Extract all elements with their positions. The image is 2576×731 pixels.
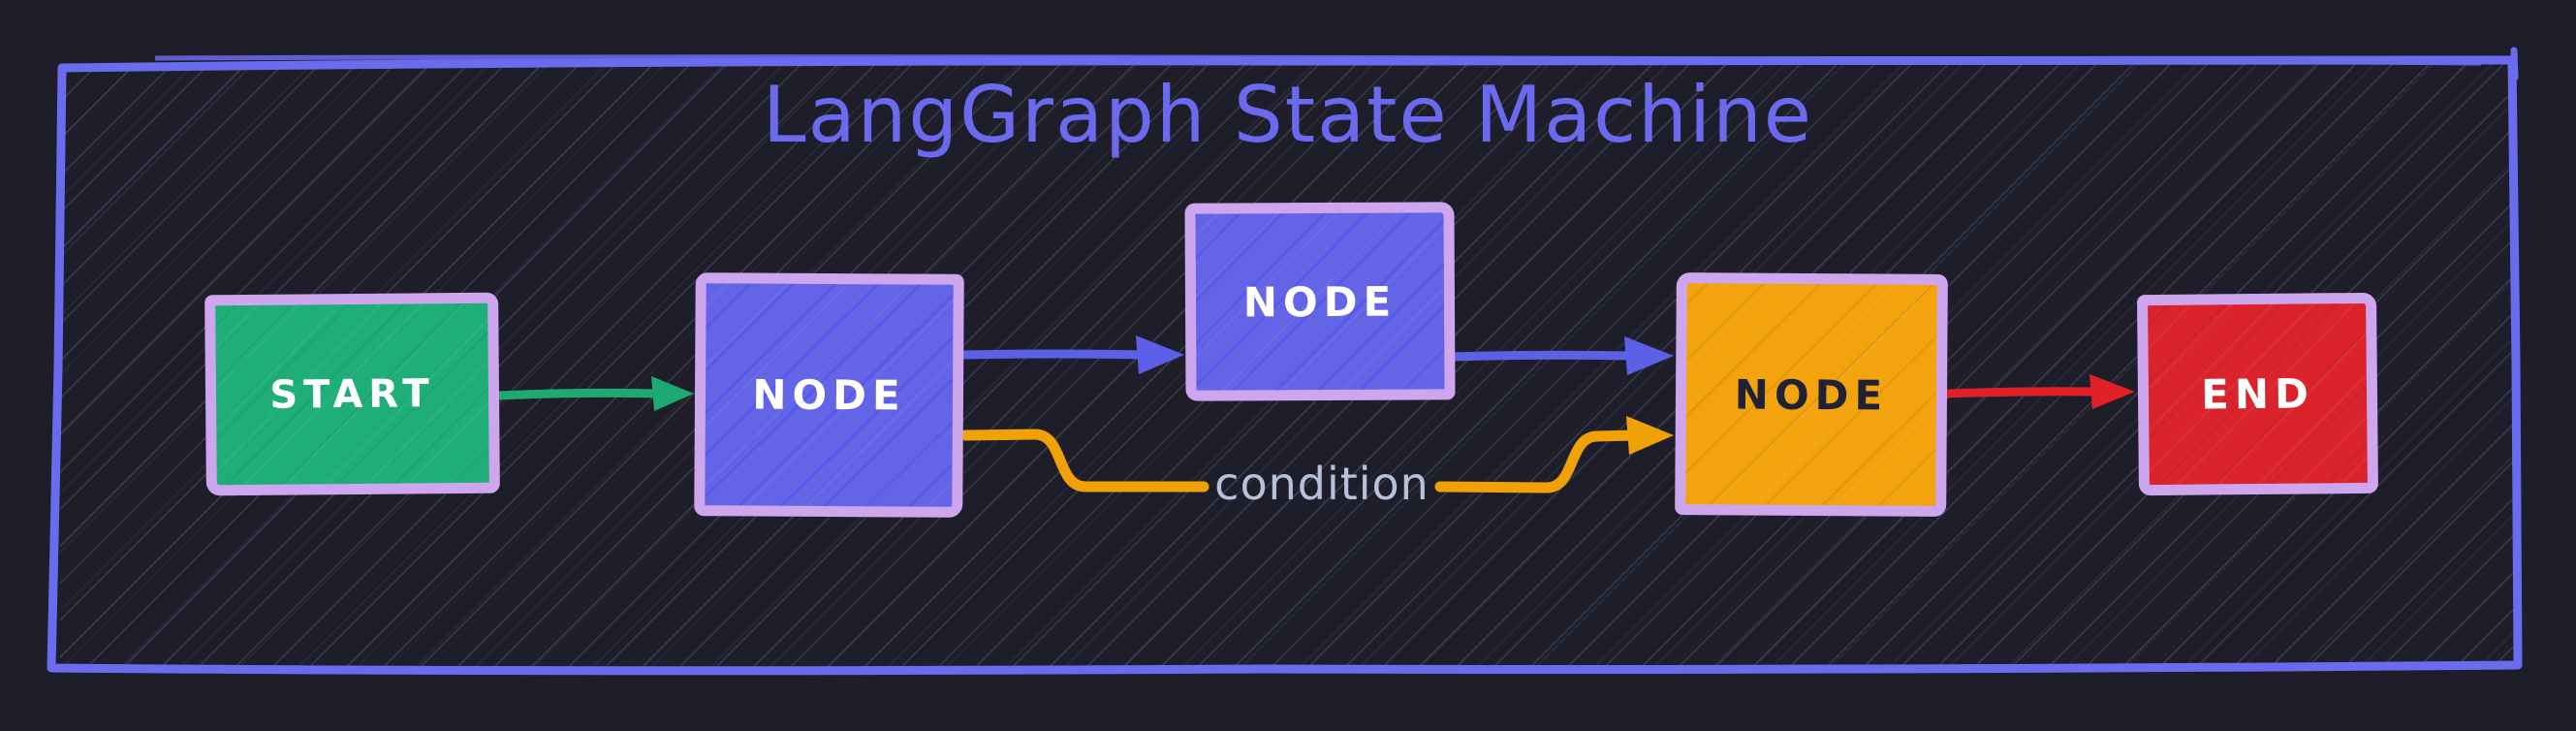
edge-line	[1943, 387, 2102, 398]
node-main-label: NODE	[752, 370, 906, 420]
edge-start-to-node-main	[493, 376, 694, 411]
node-merge: NODE	[1675, 272, 1948, 517]
edge-node-top-to-node-merge	[1449, 336, 1674, 375]
node-end: END	[2137, 292, 2378, 496]
arrowhead	[1626, 416, 1674, 455]
frame-double-stroke	[154, 54, 2482, 66]
node-start: START	[204, 292, 500, 496]
frame-rect	[47, 55, 2523, 676]
diagram-title: LangGraph State Machine	[763, 70, 1813, 160]
frame-corner-overshoot	[2510, 47, 2519, 81]
arrowhead	[1136, 335, 1184, 374]
edge-node-merge-to-end	[1943, 374, 2135, 409]
node-start-label: START	[269, 370, 435, 418]
node-top-label: NODE	[1242, 277, 1398, 326]
edge-line	[960, 349, 1148, 360]
node-end-label: END	[2200, 369, 2315, 419]
edge-node-main-to-node-merge-conditional	[959, 416, 1674, 493]
edge-line-right-segment	[1434, 429, 1640, 493]
edge-line	[493, 388, 664, 400]
edge-line-left-segment	[959, 429, 1209, 493]
node-top: NODE	[1184, 202, 1456, 401]
node-merge-label: NODE	[1734, 369, 1889, 420]
edge-node-main-to-node-top	[960, 335, 1184, 374]
edge-line	[1449, 350, 1637, 362]
outer-frame	[47, 47, 2523, 676]
node-main: NODE	[694, 272, 964, 518]
arrowhead	[1624, 336, 1674, 375]
arrowhead	[651, 376, 694, 411]
arrowhead	[2089, 374, 2135, 409]
edge-label-condition: condition	[1214, 458, 1429, 510]
